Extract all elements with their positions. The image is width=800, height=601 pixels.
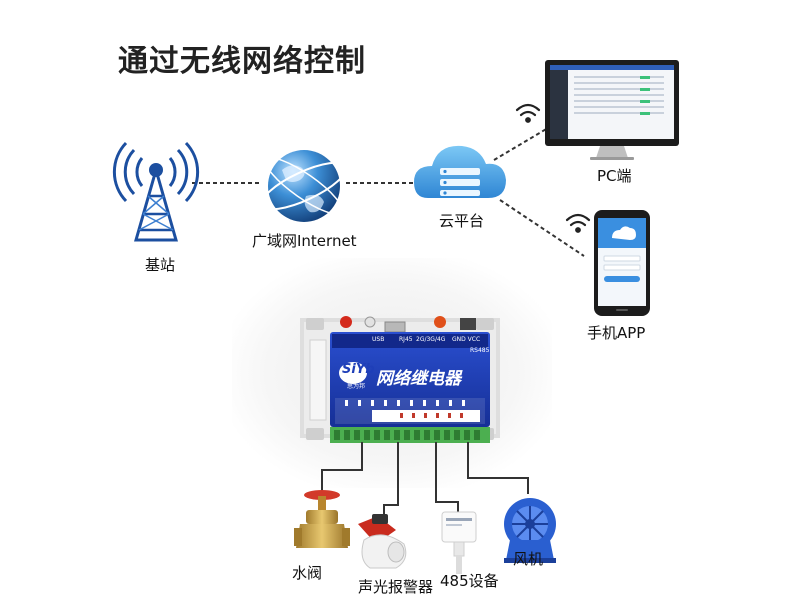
link-cloud-pc [493,127,549,161]
label-cloud-platform: 云平台 [439,212,485,230]
base-station-icon [112,141,200,242]
sound-light-alarm-icon [358,514,407,569]
label-fan: 风机 [513,550,544,568]
wifi-icon-phone [565,213,591,233]
device-port-gnd: GND VCC [452,336,481,343]
network-links [192,127,585,257]
rs485-device-icon [441,511,477,574]
label-base-station: 基站 [145,256,176,274]
cloud-platform-icon [414,145,506,198]
label-phone-app: 手机APP [587,324,646,342]
device-brand: SiYb [342,362,375,377]
label-pc: PC端 [597,167,632,185]
device-port-rs485: RS485 [470,347,490,354]
pc-monitor-icon [545,60,679,160]
link-cloud-phone [499,199,585,257]
device-port-rj45: RJ45 [399,336,413,343]
water-valve-icon [294,490,350,548]
label-sound-light-alarm: 声光报警器 [358,578,434,596]
wifi-icon-pc [515,103,541,123]
fan-icon [504,498,556,563]
device-name: 网络继电器 [376,369,461,389]
device-port-usb: USB [372,336,385,343]
device-brand-sub: 思为邦 [347,383,366,390]
internet-globe-icon [260,150,348,222]
network-relay-device [300,316,500,443]
label-rs485-device: 485设备 [440,572,499,590]
label-internet: 广域网Internet [252,232,357,250]
phone-icon [594,210,650,316]
label-water-valve: 水阀 [292,564,323,582]
output-wires [321,442,529,520]
device-port-cellular: 2G/3G/4G [416,336,446,343]
page-title: 通过无线网络控制 [118,44,366,79]
